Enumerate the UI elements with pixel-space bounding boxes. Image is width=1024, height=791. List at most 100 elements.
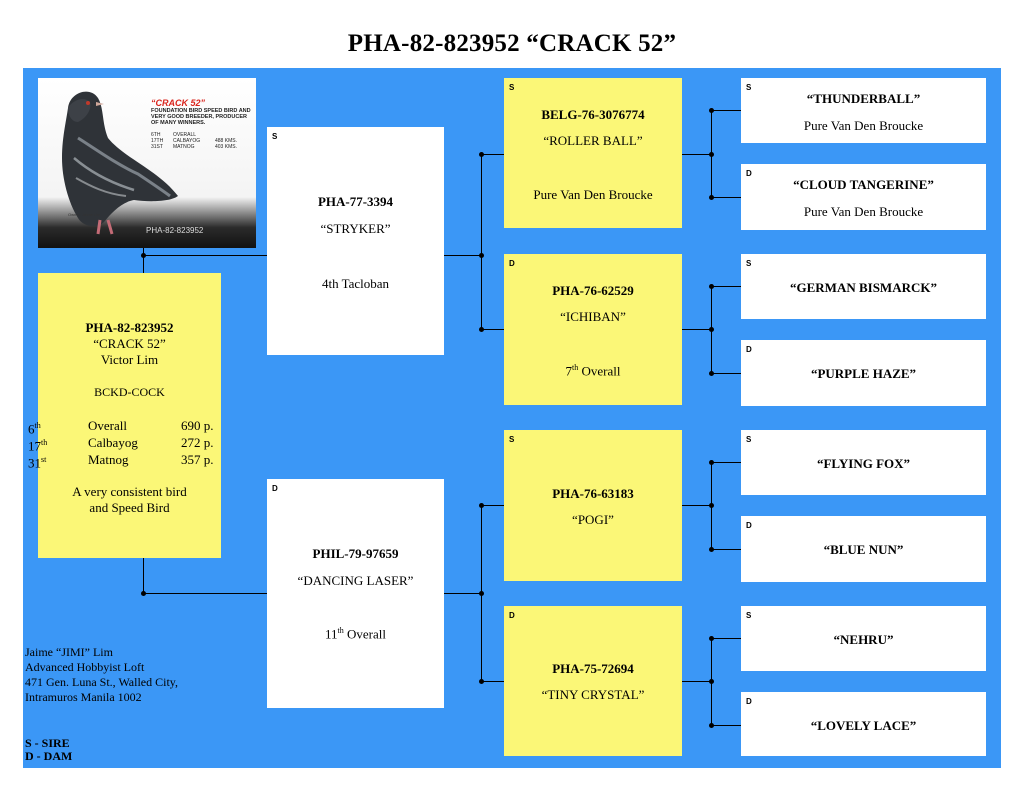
gp-tag: D [509, 259, 515, 268]
ggp-tag: D [746, 521, 752, 530]
gp-card-dam-dam: D PHA-75-72694 “TINY CRYSTAL” [504, 606, 682, 756]
ggp-card: S “THUNDERBALL” Pure Van Den Broucke [741, 78, 986, 143]
ggp-card: S “NEHRU” [741, 606, 986, 671]
ggp-name: “NEHRU” [833, 632, 894, 647]
connector-dot [709, 108, 714, 113]
owner-address: 471 Gen. Luna St., Walled City, [25, 675, 179, 689]
connector-dot [479, 152, 484, 157]
connector-line [682, 154, 711, 155]
ggp-card: D “BLUE NUN” [741, 516, 986, 582]
photo-result-place: 6TH [151, 132, 161, 138]
connector-line [682, 681, 711, 682]
photo-result-dist: 403 KMS. [215, 144, 237, 150]
photo-result-row: 6TH OVERALL [151, 132, 237, 138]
connector-dot [709, 723, 714, 728]
gp-card-dam-sire: S PHA-76-63183 “POGI” [504, 430, 682, 581]
result-row: 6th Overall 690 p. [28, 418, 228, 437]
gp-name: “TINY CRYSTAL” [541, 687, 645, 702]
connector-line [711, 110, 741, 111]
dam-ring: PHIL-79-97659 [312, 546, 399, 561]
connector-dot [709, 284, 714, 289]
photo-ring-number: PHA-82-823952 [146, 226, 204, 235]
photo-result-race: OVERALL [173, 132, 197, 138]
sire-tag: S [272, 132, 278, 141]
gp-ring: PHA-76-63183 [552, 486, 634, 501]
dam-info: 11th Overall [325, 626, 386, 642]
sire-name: “STRYKER” [320, 221, 391, 236]
photo-result-place: 31ST [151, 144, 163, 150]
ggp-tag: S [746, 435, 752, 444]
connector-line [711, 286, 741, 287]
connector-dot [709, 195, 714, 200]
ggp-tag: D [746, 169, 752, 178]
connector-line [711, 549, 741, 550]
subject-ring: PHA-82-823952 [85, 320, 174, 335]
connector-line [143, 593, 267, 594]
owner-info: Jaime “JIMI” Lim Advanced Hobbyist Loft … [25, 645, 178, 705]
gp-info: Pure Van Den Broucke [533, 187, 653, 202]
subject-note-line1: A very consistent bird [72, 484, 187, 499]
connector-line [682, 329, 711, 330]
connector-line [711, 725, 741, 726]
connector-line [711, 462, 741, 463]
result-place: 6th [28, 421, 41, 437]
photo-bird-name: “CRACK 52” [151, 98, 206, 108]
ggp-tag: S [746, 83, 752, 92]
gp-ring: BELG-76-3076774 [541, 107, 645, 122]
connector-dot [479, 253, 484, 258]
ggp-info: Pure Van Den Broucke [803, 204, 924, 219]
gp-tag: S [509, 83, 515, 92]
ggp-card: D “PURPLE HAZE” [741, 340, 986, 406]
connector-dot [709, 327, 714, 332]
subject-breeder: Victor Lim [100, 352, 159, 367]
photo-result-dist: 488 KMS. [215, 138, 237, 144]
connector-dot [709, 636, 714, 641]
photo-result-row: 17TH CALBAYOG 488 KMS. [151, 138, 237, 144]
ggp-name: “GERMAN BISMARCK” [790, 280, 937, 295]
gp-name: “ICHIBAN” [560, 309, 626, 324]
photo-owner: Owner: Jaime Lim [68, 212, 101, 217]
gp-name: “ROLLER BALL” [543, 133, 643, 148]
dam-tag: D [272, 484, 278, 493]
connector-line [143, 255, 267, 256]
result-row: 17th Calbayog 272 p. [28, 435, 228, 454]
sire-card: S PHA-77-3394 “STRYKER” 4th Tacloban [267, 127, 444, 355]
subject-name: “CRACK 52” [93, 336, 166, 351]
ggp-tag: S [746, 259, 752, 268]
connector-line [682, 505, 711, 506]
ggp-name: “PURPLE HAZE” [810, 366, 917, 381]
result-points: 272 p. [181, 435, 214, 450]
connector-dot [141, 253, 146, 258]
gp-ring: PHA-75-72694 [552, 661, 634, 676]
connector-line [711, 373, 741, 374]
photo-result-place: 17TH [151, 138, 164, 144]
ggp-name: “LOVELY LACE” [810, 718, 917, 733]
photo-result-race: CALBAYOG [173, 138, 201, 144]
result-points: 690 p. [181, 418, 214, 433]
result-points: 357 p. [181, 452, 214, 467]
connector-dot [709, 371, 714, 376]
ggp-tag: D [746, 345, 752, 354]
gp-card-sire-sire: S BELG-76-3076774 “ROLLER BALL” Pure Van… [504, 78, 682, 228]
connector-dot [479, 679, 484, 684]
gp-name: “POGI” [572, 512, 614, 527]
result-race: Calbayog [88, 435, 138, 450]
owner-name: Jaime “JIMI” Lim [25, 645, 113, 659]
page-title: PHA-82-823952 “CRACK 52” [347, 30, 677, 57]
gp-info: 7th Overall [565, 363, 621, 379]
pigeon-image [62, 91, 178, 235]
connector-dot [709, 460, 714, 465]
gp-tag: S [509, 435, 515, 444]
owner-loft: Advanced Hobbyist Loft [25, 660, 145, 674]
dam-name: “DANCING LASER” [297, 573, 414, 588]
connector-dot [709, 152, 714, 157]
connector-dot [709, 679, 714, 684]
gp-tag: D [509, 611, 515, 620]
connector-line [143, 248, 144, 273]
ggp-tag: S [746, 611, 752, 620]
result-place: 17th [28, 438, 48, 454]
subject-results: 6th Overall 690 p. 17th Calbayog 272 p. … [28, 418, 228, 470]
connector-dot [141, 591, 146, 596]
